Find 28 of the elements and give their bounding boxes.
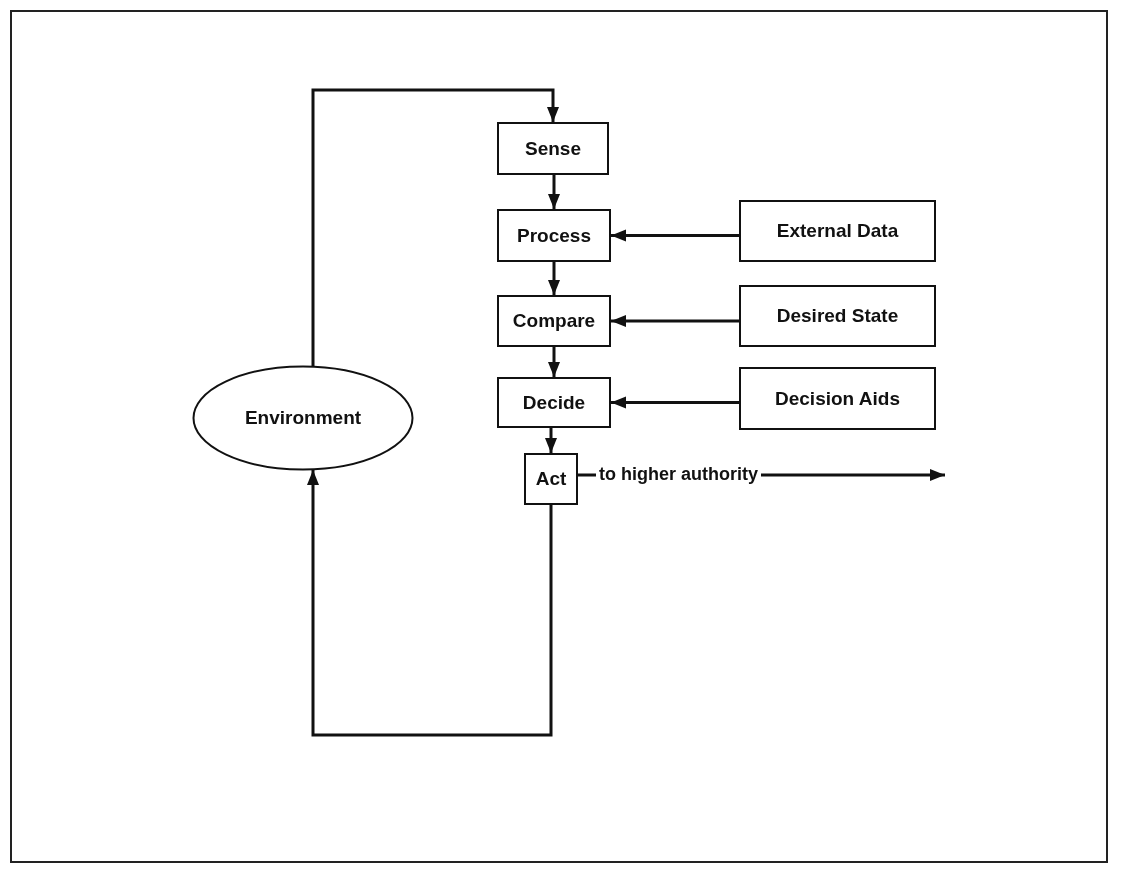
node-label: External Data <box>776 220 899 242</box>
process-box <box>497 209 611 262</box>
node-label: Sense <box>525 137 581 160</box>
arrow <box>611 315 739 327</box>
process-box <box>739 200 936 262</box>
process-box <box>497 295 611 347</box>
arrow <box>548 262 560 295</box>
process-box <box>497 122 609 175</box>
node-label: Act <box>535 468 567 490</box>
process-box <box>497 377 611 428</box>
process-box <box>524 453 578 505</box>
process-box <box>739 367 936 430</box>
arrow <box>545 428 557 453</box>
node-label: Decision Aids <box>775 387 900 410</box>
arrow <box>311 88 559 366</box>
arrow <box>548 175 560 209</box>
arrow <box>307 470 553 737</box>
node-label: Desired State <box>776 305 899 327</box>
node-label: Environment <box>244 407 362 429</box>
process-box <box>739 285 936 347</box>
node-label: Decide <box>522 391 586 414</box>
arrow <box>611 229 739 242</box>
environment-ellipse <box>192 365 414 471</box>
arrow <box>611 396 739 409</box>
edge-label: to higher authority <box>596 464 761 485</box>
node-label: Process <box>517 224 591 247</box>
arrow <box>548 347 560 377</box>
node-label: Compare <box>512 310 596 332</box>
